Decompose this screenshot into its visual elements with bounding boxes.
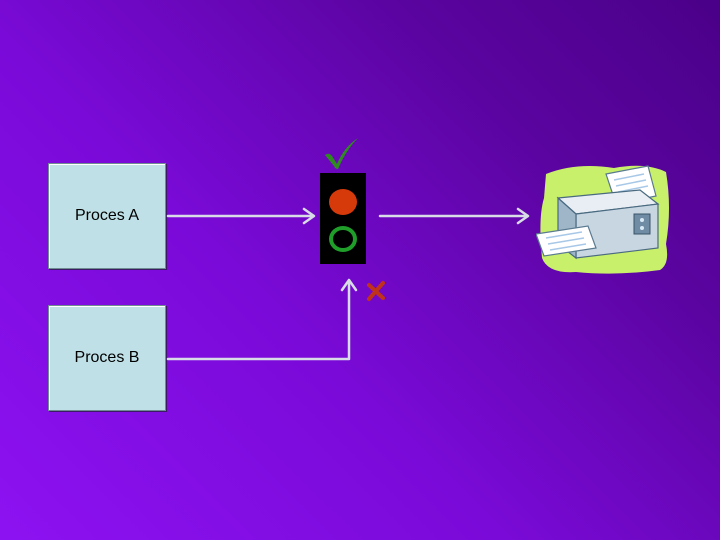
check-icon (325, 138, 358, 169)
printer-icon (536, 165, 669, 274)
process-b-box: Proces B (48, 305, 166, 411)
process-a-box: Proces A (48, 163, 166, 269)
process-a-label: Proces A (74, 207, 140, 224)
green-lamp (329, 226, 357, 252)
traffic-light (320, 173, 366, 264)
arrow-a-to-light (166, 207, 316, 225)
process-b-label: Proces B (74, 349, 140, 366)
arrow-b-to-light (166, 278, 358, 361)
arrow-light-to-printer (378, 207, 530, 225)
red-lamp (329, 189, 357, 215)
cross-icon (367, 281, 385, 301)
